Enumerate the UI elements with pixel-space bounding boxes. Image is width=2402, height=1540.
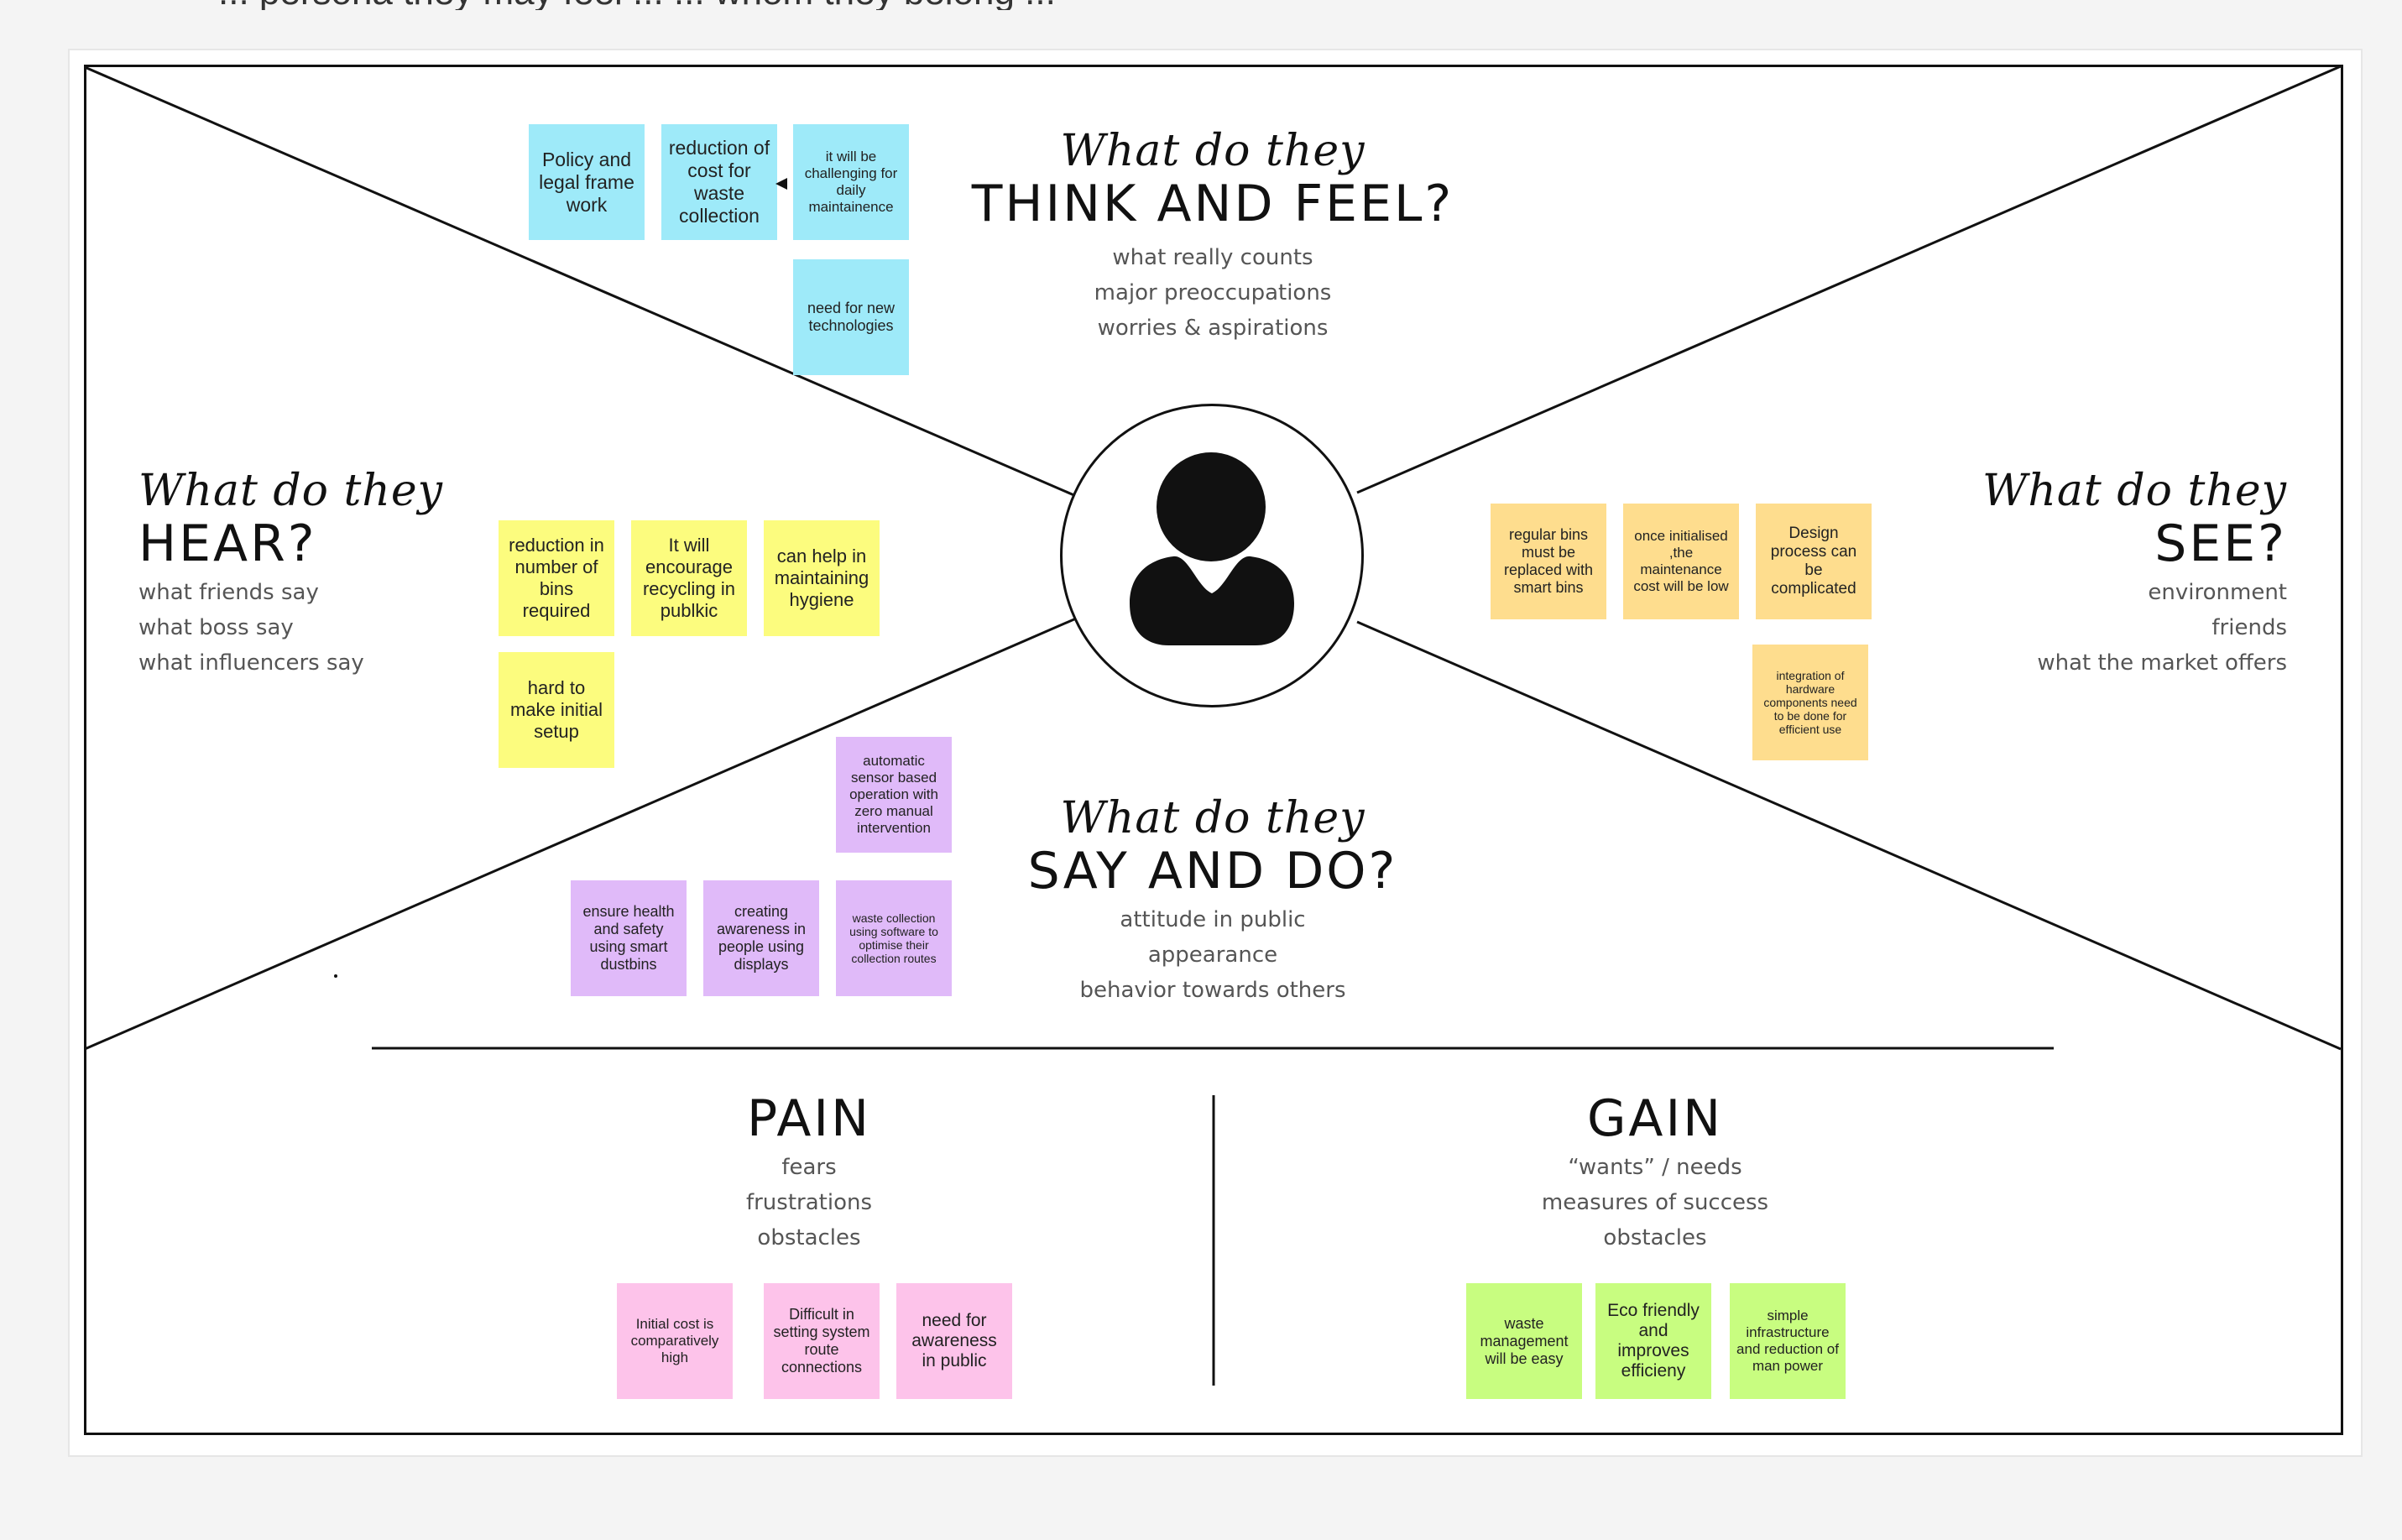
sticky-note-text: need for new technologies [807,300,896,334]
pain-line-3: obstacles [757,1225,861,1250]
see-line-3: what the market offers [2037,650,2287,676]
diagonal-bottom-left [84,617,1077,1051]
sticky-note-text: creating awareness in people using displ… [716,903,807,973]
sticky-note-say-do[interactable]: creating awareness in people using displ… [703,880,819,996]
sticky-note-pain[interactable]: need for awareness in public [896,1283,1012,1399]
see-line-1: environment [2148,580,2287,605]
sticky-note-text: It will encourage recycling in publkic [642,535,736,621]
sticky-note-text: reduction in number of bins required [509,535,604,621]
sticky-note-text: Difficult in setting system route connec… [773,1306,870,1376]
see-script: What do they [1982,466,2287,516]
sticky-note-text: integration of hardware components need … [1763,669,1857,736]
diagonal-top-right [1356,65,2342,494]
say-do-line-3: behavior towards others [1079,978,1346,1003]
think-feel-line-3: worries & aspirations [1097,316,1329,341]
think-feel-title: THINK AND FEEL? [971,175,1454,233]
sticky-note-see[interactable]: once initialised ,the maintenance cost w… [1623,504,1739,619]
see-line-2: friends [2211,615,2287,640]
hear-line-1: what friends say [138,580,319,605]
sticky-note-text: it will be challenging for daily maintai… [804,149,898,215]
sticky-note-think[interactable]: it will be challenging for daily maintai… [793,124,909,240]
gain-line-3: obstacles [1603,1225,1707,1250]
sticky-note-say-do[interactable]: ensure health and safety using smart dus… [571,880,687,996]
sticky-note-say-do[interactable]: waste collection using software to optim… [836,880,952,996]
user-avatar-body-icon [1130,556,1294,645]
think-feel-script: What do they [1060,126,1365,176]
sticky-note-see[interactable]: integration of hardware components need … [1752,645,1868,760]
canvas-frame [68,49,2363,1457]
pain-heading: PAIN fears frustrations obstacles [641,1091,977,1255]
say-do-script: What do they [1060,793,1365,843]
sticky-note-gain[interactable]: Eco friendly and improves efficieny [1595,1283,1711,1399]
sticky-note-text: hard to make initial setup [509,677,603,742]
sticky-note-think[interactable]: Policy and legal frame work [529,124,645,240]
sticky-note-gain[interactable]: simple infrastructure and reduction of m… [1730,1283,1846,1399]
sticky-note-hear[interactable]: It will encourage recycling in publkic [631,520,747,636]
sticky-note-hear[interactable]: hard to make initial setup [499,652,614,768]
sticky-note-pain[interactable]: Initial cost is comparatively high [617,1283,733,1399]
gain-line-1: “wants” / needs [1568,1155,1742,1180]
sticky-note-text: simple infrastructure and reduction of m… [1736,1308,1839,1374]
sticky-note-say-do[interactable]: automatic sensor based operation with ze… [836,737,952,853]
sticky-note-gain[interactable]: waste management will be easy [1466,1283,1582,1399]
think-feel-line-2: major preoccupations [1094,280,1332,305]
sticky-note-text: Eco friendly and improves efficieny [1607,1301,1700,1381]
sticky-note-text: waste collection using software to optim… [849,911,938,965]
sticky-note-text: need for awareness in public [911,1311,997,1370]
sticky-note-text: waste management will be easy [1480,1314,1569,1367]
say-do-line-2: appearance [1147,942,1278,968]
arrow-left-icon [775,178,787,190]
sticky-note-text: Design process can be complicated [1770,525,1857,598]
say-do-heading: What do they SAY AND DO? attitude in pub… [915,793,1511,1008]
diagonal-bottom-right [1356,620,2342,1051]
gain-line-2: measures of success [1541,1190,1769,1215]
say-do-title: SAY AND DO? [1027,842,1398,901]
sticky-note-text: reduction of cost for waste collection [668,137,770,227]
truncated-header-text: ... persona they may feel ... ... whom t… [0,0,2402,10]
sticky-note-think[interactable]: reduction of cost for waste collection [661,124,777,240]
diagonal-top-left [84,65,1077,498]
see-title: SEE? [2154,514,2287,573]
gain-heading: GAIN “wants” / needs measures of success… [1487,1091,1823,1255]
user-avatar-icon [1157,452,1266,561]
sticky-note-pain[interactable]: Difficult in setting system route connec… [764,1283,880,1399]
hear-heading: What do they HEAR? what friends say what… [138,466,558,681]
stray-dot [334,974,337,978]
sticky-note-text: once initialised ,the maintenance cost w… [1633,528,1729,594]
sticky-note-see[interactable]: Design process can be complicated [1756,504,1872,619]
think-feel-line-1: what really counts [1112,245,1313,270]
sticky-note-text: ensure health and safety using smart dus… [582,903,675,973]
sticky-note-think[interactable]: need for new technologies [793,259,909,375]
pain-title: PAIN [747,1089,871,1148]
see-heading: What do they SEE? environment friends wh… [1867,466,2287,681]
pain-line-2: frustrations [745,1190,873,1215]
sticky-note-hear[interactable]: reduction in number of bins required [499,520,614,636]
sticky-note-text: Initial cost is comparatively high [630,1316,719,1365]
hear-line-2: what boss say [138,615,294,640]
think-feel-heading: What do they THINK AND FEEL? what really… [915,126,1511,346]
sticky-note-see[interactable]: regular bins must be replaced with smart… [1491,504,1606,619]
hear-script: What do they [138,466,444,516]
sticky-note-hear[interactable]: can help in maintaining hygiene [764,520,880,636]
sticky-note-text: Policy and legal frame work [539,148,634,216]
pain-line-1: fears [781,1155,837,1180]
sticky-note-text: can help in maintaining hygiene [774,546,869,610]
gain-title: GAIN [1586,1089,1724,1148]
sticky-note-text: regular bins must be replaced with smart… [1503,526,1594,596]
header-snippet: ... persona they may feel ... ... whom t… [218,0,1056,10]
hear-title: HEAR? [138,514,317,573]
hear-line-3: what influencers say [138,650,364,676]
empathy-map-board [84,65,2343,1435]
say-do-line-1: attitude in public [1120,907,1306,932]
sticky-note-text: automatic sensor based operation with ze… [849,753,938,836]
